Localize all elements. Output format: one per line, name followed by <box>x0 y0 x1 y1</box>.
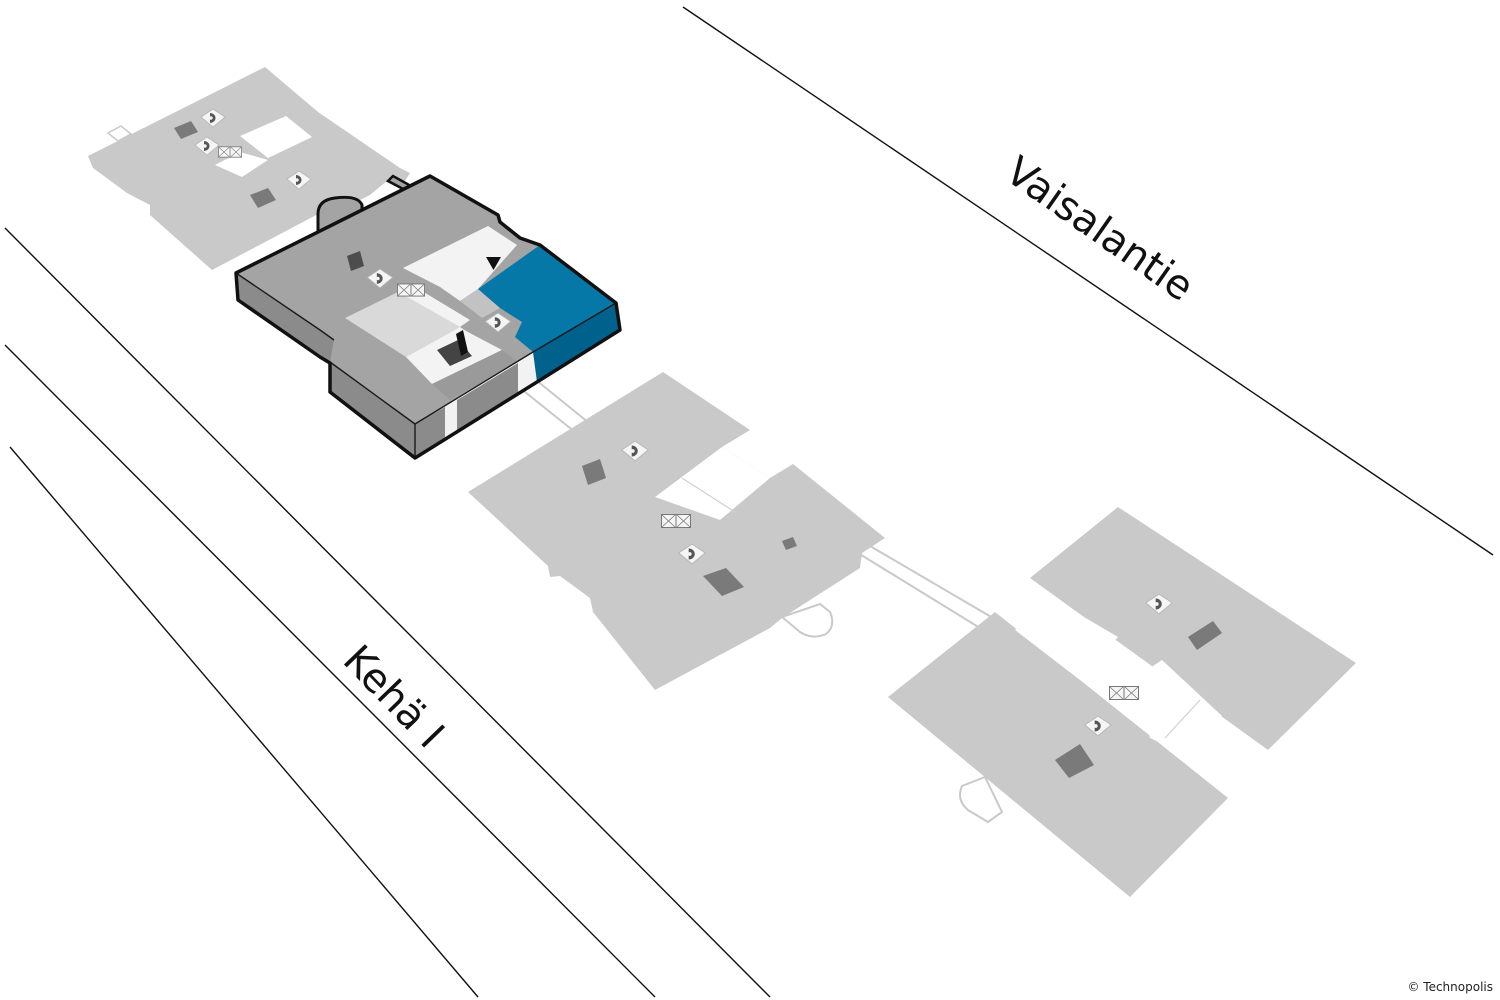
wall-top-edge <box>329 302 617 425</box>
room-divider <box>1164 699 1201 739</box>
kehae-edge-line-1 <box>4 227 771 998</box>
vaisalantie-label: Vaisalantie <box>997 148 1202 311</box>
stair-bump <box>779 602 834 638</box>
vaisalantie-edge-line <box>682 6 1494 556</box>
copyright-label: © Technopolis <box>1407 980 1493 994</box>
kehae-label: Kehä I <box>334 637 453 758</box>
dark-block <box>1055 744 1094 778</box>
light-room <box>345 292 460 357</box>
elevator-icon <box>218 146 242 158</box>
room-divider <box>681 477 736 513</box>
entrance-arrow-icon <box>486 257 501 270</box>
white-lobby <box>403 226 517 301</box>
wall-face-corridor <box>445 400 457 437</box>
white-lobby <box>1015 600 1118 680</box>
kehae-edge-line-3 <box>9 446 479 998</box>
wall-face <box>236 273 320 357</box>
building-east <box>888 507 1356 897</box>
dark-block <box>250 188 276 208</box>
wall-face <box>457 363 518 431</box>
arched-entrance <box>316 195 364 235</box>
dark-block <box>174 121 198 139</box>
wall-top-edge <box>235 272 335 341</box>
elevator-icon <box>1108 686 1140 700</box>
building-west <box>88 67 410 270</box>
road-vaisalantie: Vaisalantie <box>682 6 1494 556</box>
dark-block <box>782 537 797 550</box>
wall-face <box>330 362 415 458</box>
stair-notch <box>106 125 133 142</box>
building-selected <box>234 174 622 460</box>
building-east-upper-wing <box>1030 507 1356 750</box>
stair-bump <box>959 775 1004 824</box>
highlighted-area <box>478 245 616 352</box>
building-east-lower-wing <box>888 612 1228 897</box>
grey-room <box>460 289 500 318</box>
elevator-icon <box>397 283 425 297</box>
kehae-edge-line-2 <box>4 344 656 998</box>
white-room <box>655 447 770 520</box>
building-middle-footprint <box>468 372 885 690</box>
stair-block <box>456 330 468 356</box>
white-corridor <box>215 152 268 177</box>
grey-block <box>432 350 518 400</box>
elevator-icon <box>660 514 692 528</box>
white-room <box>240 116 312 158</box>
building-middle <box>468 372 885 690</box>
dark-block <box>703 568 744 596</box>
white-room <box>1135 660 1222 756</box>
selected-building-outline <box>234 174 622 460</box>
dark-block <box>1188 621 1222 650</box>
dark-block <box>347 251 364 271</box>
dark-block <box>582 459 606 485</box>
corridor-middle-to-east <box>856 544 995 630</box>
highlighted-wall-face <box>533 303 620 382</box>
